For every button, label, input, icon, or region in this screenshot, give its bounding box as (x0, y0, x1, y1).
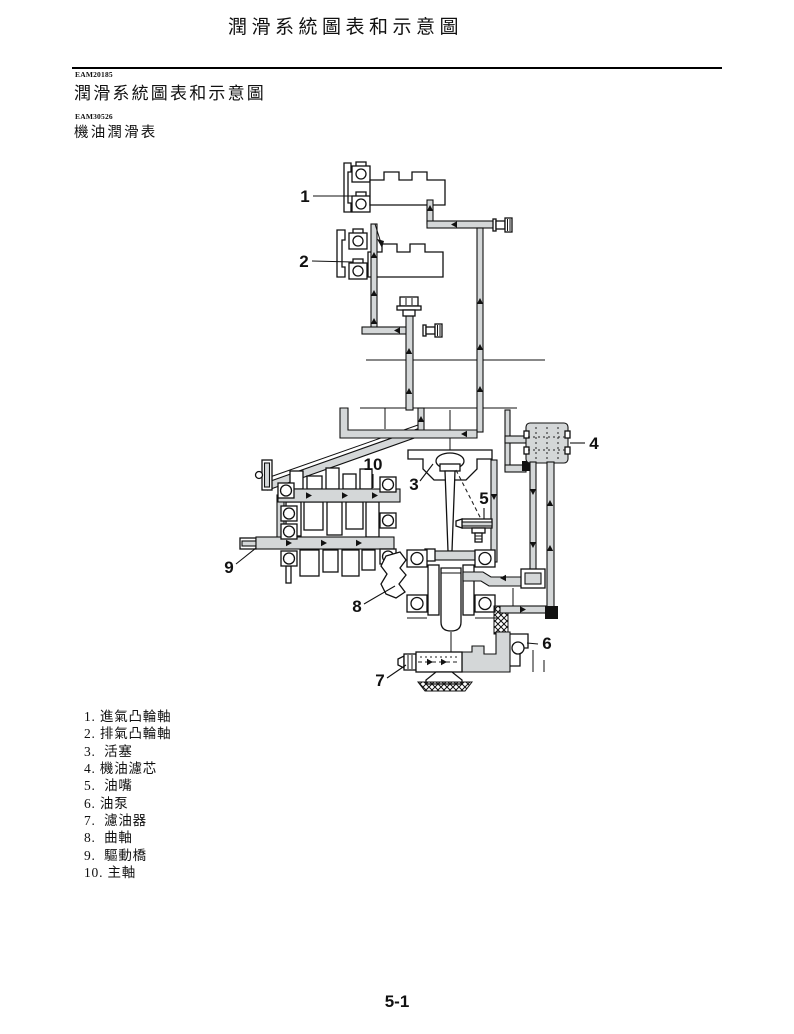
legend-list: 1. 進氣凸輪軸 2. 排氣凸輪軸 3. 活塞 4. 機油濾芯 5. 油嘴 6.… (84, 708, 171, 881)
legend-item: 1. 進氣凸輪軸 (84, 709, 172, 724)
callout-9-leader (235, 547, 257, 565)
callout-4: 4 (589, 434, 599, 453)
section-title: 潤滑系統圖表和示意圖 (74, 84, 266, 103)
diagram-callouts: 1 2 3 4 5 6 7 8 9 10 (224, 187, 599, 690)
callout-2-leader (311, 260, 354, 263)
transmission-drawing (239, 467, 401, 584)
running-title: 潤滑系統圖表和示意圖 (228, 17, 464, 38)
crankcase-lines (360, 359, 545, 619)
callout-8-leader (363, 585, 396, 605)
main-oil-gallery (339, 407, 532, 563)
callout-7-leader (386, 664, 407, 679)
legend-item: 3. 活塞 (84, 743, 133, 759)
callout-6-leader (526, 642, 539, 645)
legend-item: 6. 油泵 (84, 795, 129, 811)
legend-item: 4. 機油濾芯 (84, 761, 158, 777)
crankcase-fragment (380, 551, 407, 599)
callout-2: 2 (299, 252, 308, 271)
piston-cylinder-drawing (407, 449, 493, 552)
section-code: EAM20185 (75, 70, 113, 79)
callout-8: 8 (352, 597, 361, 616)
callout-5: 5 (479, 489, 488, 508)
legend-item: 2. 排氣凸輪軸 (84, 726, 172, 742)
exhaust-camshaft-drawing (336, 228, 444, 280)
subsection-code: EAM30526 (75, 112, 113, 121)
header-rule (72, 67, 722, 70)
oil-flow-arrows (286, 205, 554, 666)
oil-nozzle-drawing (455, 518, 493, 543)
legend-item: 8. 曲軸 (84, 830, 133, 846)
callout-9: 9 (224, 558, 233, 577)
callout-7: 7 (375, 671, 384, 690)
callout-6: 6 (542, 634, 551, 653)
legend-item: 10. 主軸 (84, 865, 137, 881)
legend-item: 5. 油嘴 (84, 778, 133, 794)
oil-strainer-drawing (397, 631, 511, 692)
callout-1: 1 (300, 187, 309, 206)
intake-camshaft-drawing (343, 161, 446, 213)
subsection-title: 機油潤滑表 (74, 125, 158, 141)
oil-filter-drawing (523, 422, 571, 610)
callout-10: 10 (364, 455, 383, 474)
page-number: 5-1 (384, 992, 410, 1011)
crankshaft-drawing (406, 548, 546, 655)
legend-item: 9. 驅動橋 (84, 847, 147, 863)
legend-item: 7. 濾油器 (84, 813, 147, 829)
oil-pipes-upper (361, 199, 513, 433)
callout-3: 3 (409, 475, 418, 494)
callout-3-leader (419, 463, 434, 482)
